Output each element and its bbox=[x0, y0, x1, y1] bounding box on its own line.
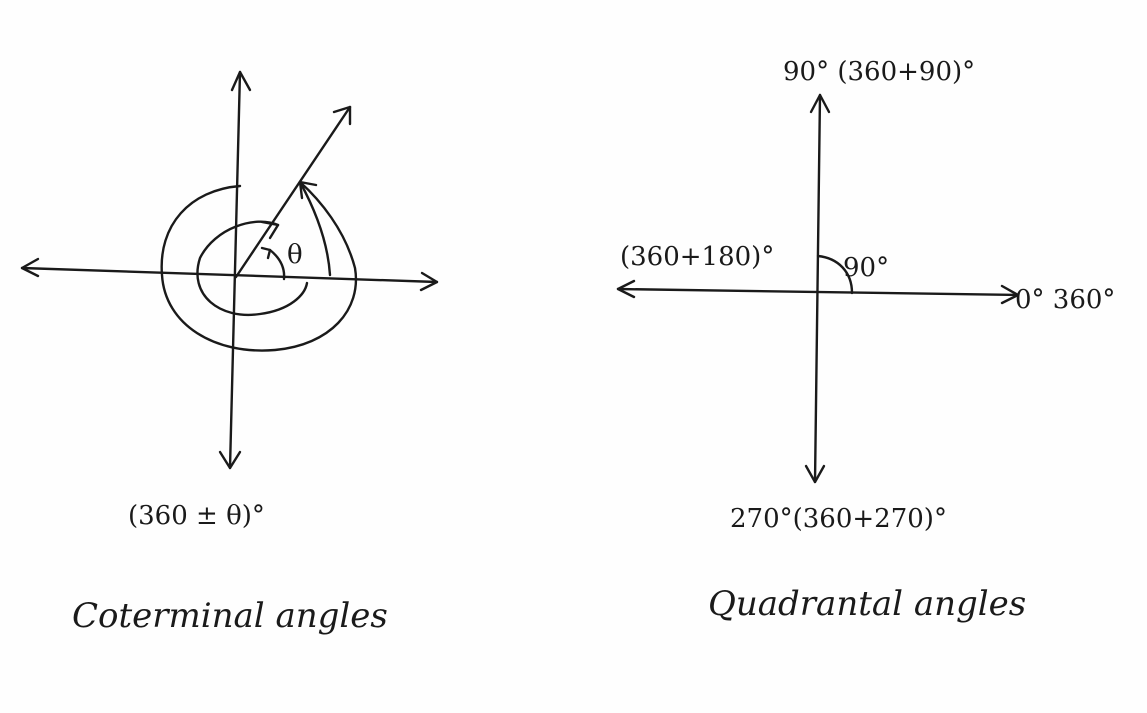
outer-spiral-tail bbox=[298, 180, 332, 277]
terminal-ray bbox=[234, 105, 352, 279]
coterminal-formula: (360 ± θ)° bbox=[128, 501, 265, 531]
quadrantal-caption: Quadrantal angles bbox=[708, 584, 1026, 624]
quadrantal-angle-label: 90° bbox=[843, 253, 889, 283]
quadrantal-top-label: 90° (360+90)° bbox=[783, 57, 975, 87]
quadrantal-left-label: (360+180)° bbox=[620, 242, 774, 272]
quadrantal-y-arrow-down bbox=[804, 464, 826, 484]
theta-arc-arrow bbox=[260, 246, 272, 260]
outer-spiral bbox=[160, 180, 358, 352]
inner-spiral bbox=[196, 220, 309, 317]
coterminal-x-arrow-right bbox=[419, 271, 439, 292]
coterminal-y-arrow-down bbox=[218, 450, 242, 470]
quadrantal-right-label: 0° 360° bbox=[1015, 285, 1115, 315]
coterminal-diagram: θ (360 ± θ)° Coterminal angles bbox=[20, 70, 439, 636]
outer-spiral-arrow bbox=[298, 180, 318, 200]
coterminal-x-arrow-left bbox=[20, 257, 40, 278]
quadrantal-x-arrow-left bbox=[616, 279, 636, 299]
quadrantal-y-axis bbox=[813, 93, 822, 484]
theta-arc bbox=[268, 248, 286, 281]
coterminal-x-axis bbox=[20, 266, 439, 284]
coterminal-y-axis bbox=[228, 70, 242, 470]
quadrantal-x-axis bbox=[616, 287, 1020, 297]
theta-label: θ bbox=[287, 240, 303, 270]
terminal-ray-arrow bbox=[332, 105, 352, 126]
quadrantal-y-arrow-up bbox=[809, 93, 831, 114]
quadrantal-bottom-label: 270°(360+270)° bbox=[730, 504, 947, 534]
quadrantal-90-arc bbox=[816, 254, 854, 295]
coterminal-caption: Coterminal angles bbox=[72, 596, 388, 636]
quadrantal-x-arrow-right bbox=[1000, 284, 1020, 305]
coterminal-y-arrow-up bbox=[230, 70, 252, 92]
quadrantal-diagram: 90° (360+90)° (360+180)° 90° 0° 360° 270… bbox=[616, 57, 1115, 624]
inner-spiral-arrow bbox=[260, 220, 280, 240]
